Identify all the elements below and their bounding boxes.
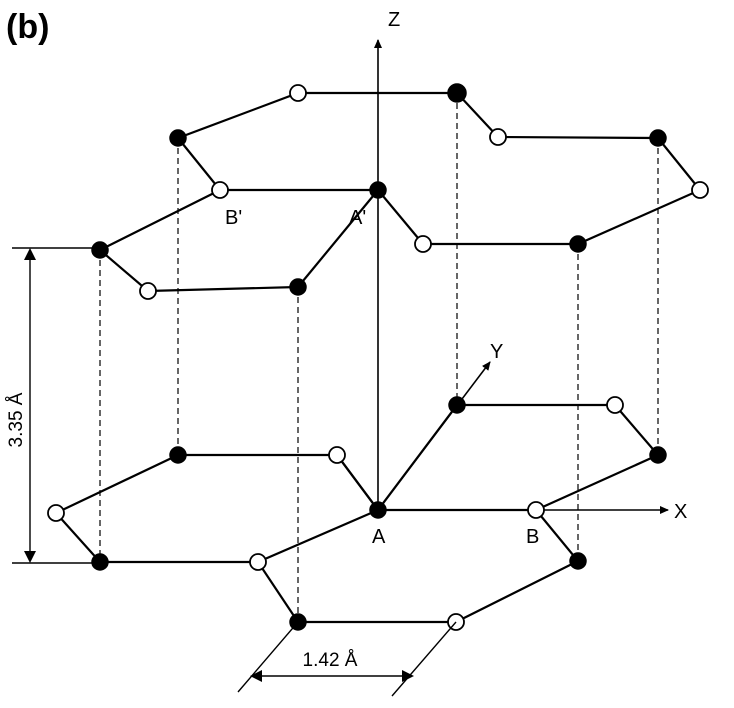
atom-label-b-prime: B' [225,207,242,229]
filled-atom [569,552,587,570]
panel-label: (b) [6,8,49,46]
upper-layer-atoms [91,83,709,300]
x-axis-label: X [674,501,687,523]
lower-layer-bonds [54,403,660,624]
z-axis: Z [374,9,400,510]
open-atom [289,84,307,102]
bond-length-dimension: 1.42 Å [237,621,457,697]
open-atom [414,235,432,253]
upper-layer-bonds [98,91,702,293]
filled-atom [448,396,466,414]
atom-label-a-prime: A' [349,207,366,229]
filled-atom [369,181,387,199]
filled-atom [447,83,467,103]
filled-atom [649,129,667,147]
y-axis-label: Y [490,341,503,363]
open-atom [489,128,507,146]
filled-atom [569,235,587,253]
lower-layer-atoms [47,396,667,631]
open-atom [211,181,229,199]
filled-atom [289,278,307,296]
filled-atom [169,446,187,464]
open-atom [139,282,157,300]
open-atom [527,501,545,519]
interlayer-connectors [99,93,659,622]
open-atom [249,553,267,571]
filled-atom [369,501,387,519]
z-axis-label: Z [388,9,400,31]
filled-atom [169,129,187,147]
filled-atom [91,241,109,259]
filled-atom [91,553,109,571]
interlayer-dimension: 3.35 Å [6,247,100,564]
atom-label-a: A [372,526,386,548]
bond-length-label: 1.42 Å [303,650,358,671]
open-atom [606,396,624,414]
open-atom [47,504,65,522]
interlayer-spacing-label: 3.35 Å [6,392,27,447]
open-atom [328,446,346,464]
filled-atom [649,446,667,464]
open-atom [691,181,709,199]
atom-label-b: B [526,526,539,548]
